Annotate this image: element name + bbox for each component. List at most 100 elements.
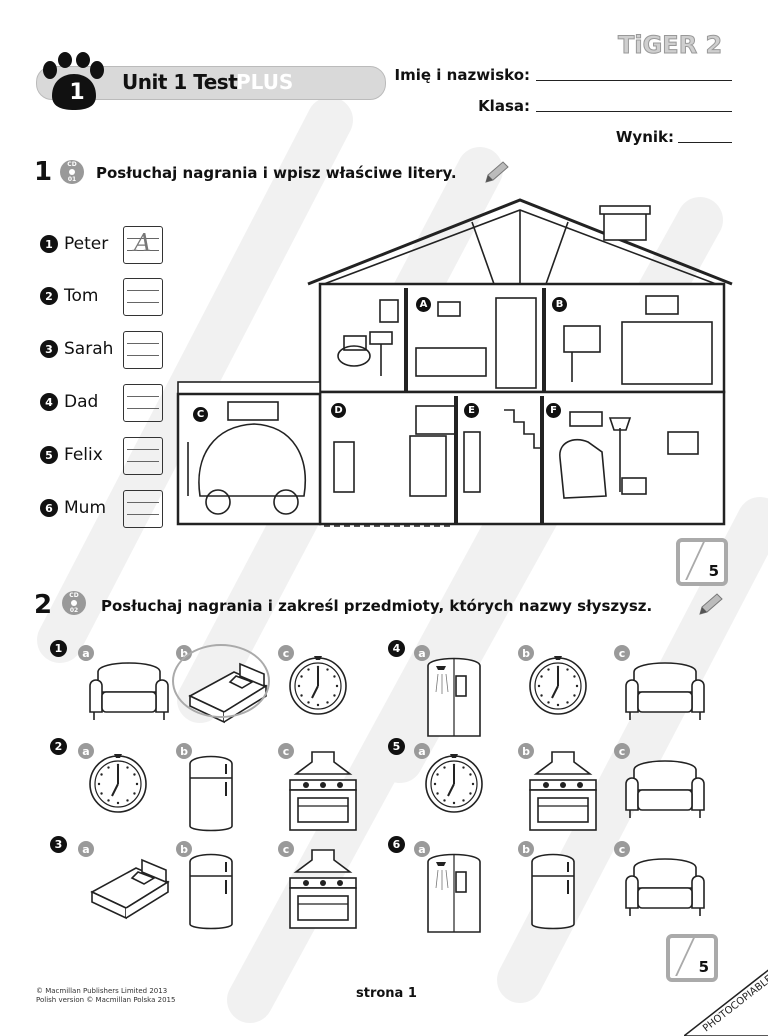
bed-option[interactable] xyxy=(172,644,270,728)
armchair-icon xyxy=(89,662,169,720)
cd-label: CD xyxy=(69,592,79,599)
room-letter: B xyxy=(552,297,567,312)
armchair-option[interactable] xyxy=(622,652,708,728)
clock-option[interactable] xyxy=(422,750,486,818)
armchair-option[interactable] xyxy=(86,652,172,728)
answer-box[interactable] xyxy=(123,384,163,422)
exercise1-score: 5 xyxy=(708,562,719,580)
unit-title: Unit 1 Test xyxy=(122,70,238,94)
name-field[interactable] xyxy=(536,80,732,81)
person-name: Tom xyxy=(64,286,99,306)
fridge-option[interactable] xyxy=(184,848,238,938)
person-row: 2 Tom xyxy=(40,286,98,306)
fridge-option[interactable] xyxy=(526,848,580,938)
bed-icon xyxy=(90,858,170,920)
cooker-option[interactable] xyxy=(286,848,360,938)
page-number: strona 1 xyxy=(356,986,417,1001)
person-number: 5 xyxy=(40,446,58,464)
unit-badge: PLUS xyxy=(236,70,294,94)
example-answer: A xyxy=(134,229,152,257)
cd-label: CD xyxy=(67,161,77,168)
score-field[interactable] xyxy=(678,142,732,143)
exercise1-number: 1 xyxy=(34,157,53,187)
class-field[interactable] xyxy=(536,111,732,112)
answer-box[interactable] xyxy=(123,437,163,475)
person-row: 1 Peter xyxy=(40,234,108,254)
clock-option[interactable] xyxy=(526,652,590,720)
armchair-option[interactable] xyxy=(622,750,708,826)
shower-option[interactable] xyxy=(422,848,486,942)
clock-icon xyxy=(425,754,483,813)
exercise1-score-box: 5 xyxy=(676,538,728,586)
cooker-icon xyxy=(529,751,597,831)
fridge-icon xyxy=(189,755,233,832)
copyright-line-1: © Macmillan Publishers Limited 2013 xyxy=(36,987,168,995)
copyright-line-2: Polish version © Macmillan Polska 2015 xyxy=(36,996,176,1004)
cooker-icon xyxy=(289,751,357,831)
answer-box[interactable] xyxy=(123,331,163,369)
pencil-icon xyxy=(485,161,509,183)
person-name: Peter xyxy=(64,234,109,254)
option-letter: b xyxy=(518,841,534,857)
option-letter: a xyxy=(78,645,94,661)
room-letter: D xyxy=(331,403,346,418)
shower-option[interactable] xyxy=(422,652,486,746)
person-row: 3 Sarah xyxy=(40,339,113,359)
exercise1-instruction: Posłuchaj nagrania i wpisz właściwe lite… xyxy=(96,164,457,182)
person-name: Felix xyxy=(64,445,103,465)
clock-option[interactable] xyxy=(286,652,350,720)
answer-box[interactable]: A xyxy=(123,226,163,264)
question-number: 4 xyxy=(388,640,405,657)
exercise2-score: 5 xyxy=(698,958,709,976)
bed-option[interactable] xyxy=(86,848,172,924)
clock-option[interactable] xyxy=(86,750,150,818)
person-number: 3 xyxy=(40,340,58,358)
pencil-icon xyxy=(699,593,723,615)
option-letter: c xyxy=(278,645,294,661)
person-name: Sarah xyxy=(64,339,114,359)
house-illustration xyxy=(176,198,733,527)
person-number: 1 xyxy=(40,235,58,253)
paw-icon xyxy=(43,52,104,110)
armchair-icon xyxy=(625,858,705,916)
cd-track: 01 xyxy=(67,176,77,183)
option-letter: c xyxy=(614,645,630,661)
example-circle xyxy=(172,644,270,718)
fridge-option[interactable] xyxy=(184,750,238,840)
question-number: 1 xyxy=(50,640,67,657)
question-number: 2 xyxy=(50,738,67,755)
option-letter: b xyxy=(176,743,192,759)
shower-icon xyxy=(427,853,481,933)
class-label: Klasa: xyxy=(478,97,530,115)
tiger-logo: TiGER 2 xyxy=(618,31,723,60)
option-letter: b xyxy=(518,743,534,759)
fridge-icon xyxy=(531,853,575,930)
logo-text: TiGER 2 xyxy=(618,31,722,59)
room-letter: E xyxy=(464,403,479,418)
armchair-option[interactable] xyxy=(622,848,708,924)
copyright: © Macmillan Publishers Limited 2013 Poli… xyxy=(36,987,175,1005)
question-number: 5 xyxy=(388,738,405,755)
clock-icon xyxy=(289,656,347,715)
option-letter: a xyxy=(414,645,430,661)
room-letter: F xyxy=(546,403,561,418)
cooker-option[interactable] xyxy=(286,750,360,840)
cd-track: 02 xyxy=(69,607,79,614)
person-number: 6 xyxy=(40,499,58,517)
score-label: Wynik: xyxy=(615,128,674,146)
option-letter: c xyxy=(278,841,294,857)
armchair-icon xyxy=(625,760,705,818)
cooker-icon xyxy=(289,849,357,929)
unit-number: 1 xyxy=(69,80,85,105)
cooker-option[interactable] xyxy=(526,750,600,840)
option-letter: a xyxy=(414,841,430,857)
person-row: 5 Felix xyxy=(40,445,103,465)
option-letter: c xyxy=(614,841,630,857)
person-name: Dad xyxy=(64,392,99,412)
exercise2-score-box: 5 xyxy=(666,934,718,982)
answer-box[interactable] xyxy=(123,490,163,528)
answer-box[interactable] xyxy=(123,278,163,316)
cd-icon: CD 01 xyxy=(60,160,84,184)
person-number: 2 xyxy=(40,287,58,305)
